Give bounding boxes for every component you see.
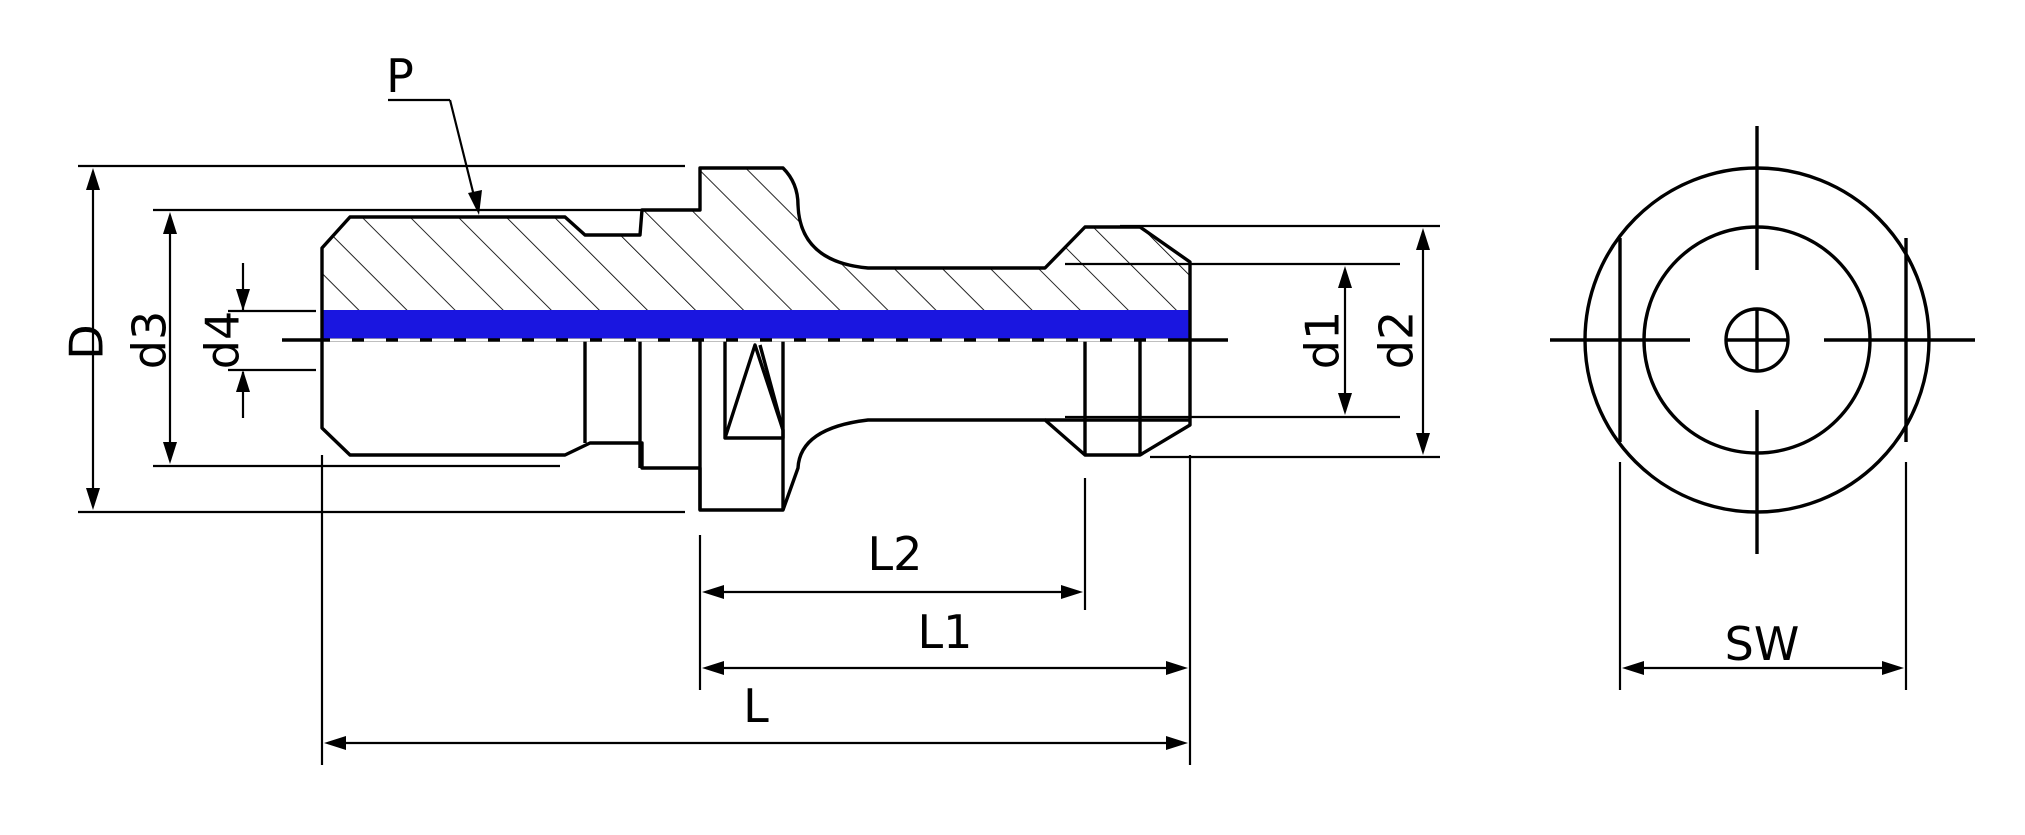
D-arrow-top: [86, 168, 100, 190]
label-D: D: [60, 324, 114, 359]
d4-arrow-bottom: [236, 370, 250, 392]
L1-arrow-right: [1166, 661, 1188, 675]
d1-arrow-top: [1338, 266, 1352, 288]
L2-arrow-right: [1061, 585, 1083, 599]
label-L1: L1: [918, 605, 973, 659]
section-hatching: [322, 168, 1190, 312]
label-P: P: [386, 49, 414, 103]
L2-arrow-left: [702, 585, 724, 599]
L-arrow-right: [1166, 736, 1188, 750]
drill-cone: [723, 340, 785, 440]
d4-arrow-top: [236, 289, 250, 311]
L1-arrow-left: [702, 661, 724, 675]
part-outline: [320, 166, 1192, 512]
SW-arrow-left: [1622, 661, 1644, 675]
d3-arrow-bottom: [163, 442, 177, 464]
P-leader-diagonal: [448, 99, 478, 205]
label-d1: d1: [1296, 311, 1350, 369]
d3-arrow-top: [163, 212, 177, 234]
label-SW: SW: [1725, 617, 1800, 671]
d2-arrow-top: [1416, 228, 1430, 250]
label-d4: d4: [196, 311, 250, 369]
end-view: SW: [1550, 126, 1975, 690]
bore-band: [322, 310, 1190, 340]
label-L: L: [743, 679, 769, 733]
label-L2: L2: [868, 527, 923, 581]
SW-arrow-right: [1882, 661, 1904, 675]
d2-arrow-bottom: [1416, 433, 1430, 455]
P-arrow: [468, 190, 482, 215]
label-d2: d2: [1370, 311, 1424, 369]
drill-cone-inner: [723, 343, 785, 439]
d1-arrow-bottom: [1338, 393, 1352, 415]
label-d3: d3: [123, 311, 177, 369]
D-arrow-bottom: [86, 488, 100, 510]
side-view: D d3 d4 d1 d2: [60, 49, 1440, 765]
L-arrow-left: [324, 736, 346, 750]
